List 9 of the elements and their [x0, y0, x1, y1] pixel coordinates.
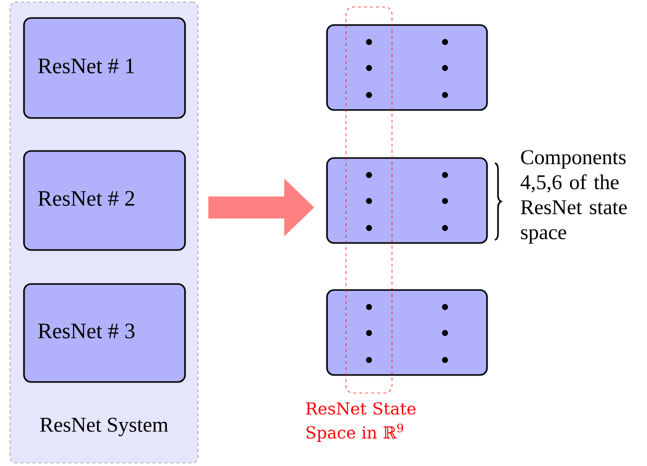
brace-label: Components 4,5,6 of the ResNet state space	[520, 150, 627, 244]
state-box	[326, 289, 488, 376]
network-box: ResNet # 1	[23, 17, 186, 119]
node-label: ResNet State Space in ℝ$^{9}$	[306, 402, 416, 442]
state-box	[326, 157, 488, 244]
state-box	[326, 24, 488, 111]
network-box: ResNet # 3	[23, 283, 186, 383]
network-box: ResNet # 2	[23, 150, 186, 251]
state-space-band: ResNet State Space in ℝ$^{9}$	[306, 6, 416, 442]
